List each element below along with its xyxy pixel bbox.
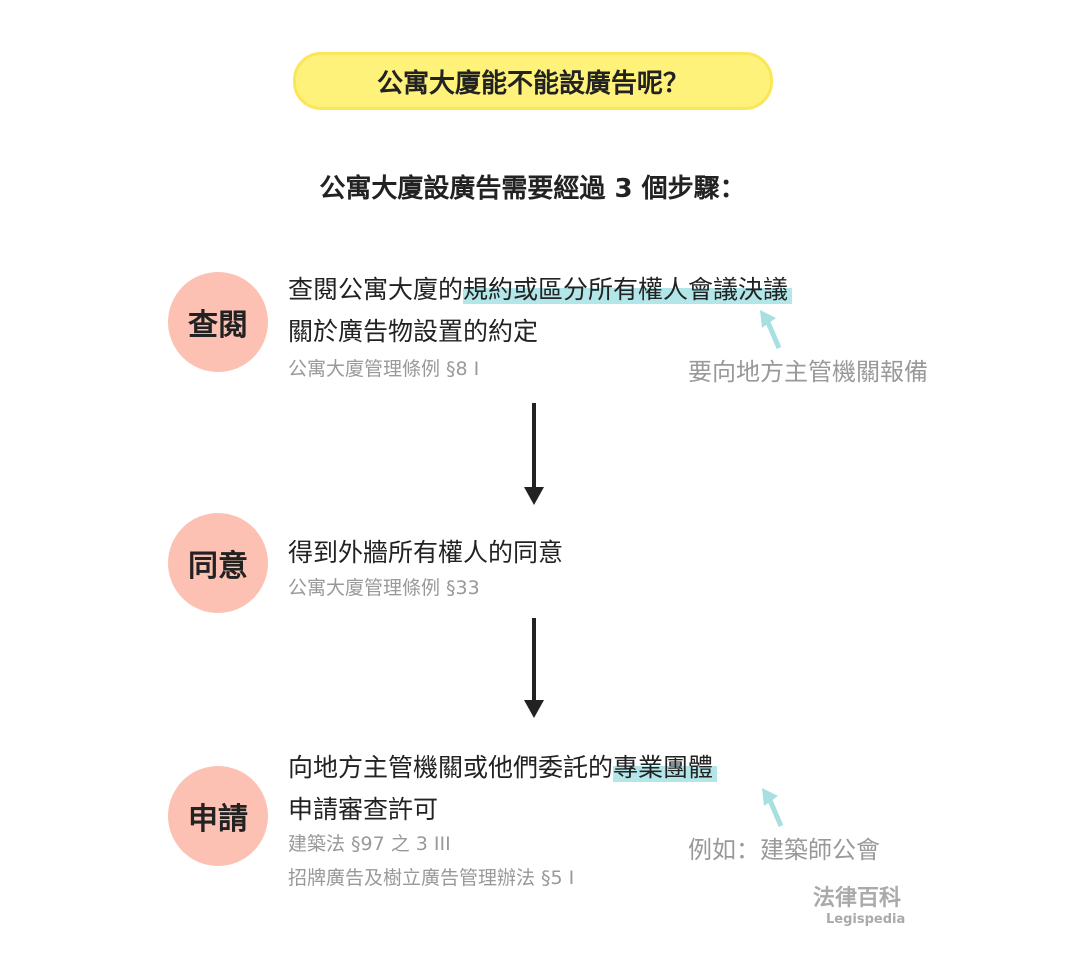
step-2-citation: 公寓大廈管理條例 §33 bbox=[288, 577, 480, 599]
step-1-note: 要向地方主管機關報備 bbox=[688, 358, 928, 386]
annotation-arrow-2 bbox=[762, 788, 784, 827]
step-3-line-2: 申請審查許可 bbox=[288, 795, 439, 824]
step-3-citation-2: 招牌廣告及樹立廣告管理辦法 §5 I bbox=[288, 867, 575, 889]
step-1-citation: 公寓大廈管理條例 §8 I bbox=[288, 358, 480, 380]
step-3-highlight: 專業團體 bbox=[613, 753, 718, 782]
flow-arrow-2 bbox=[524, 618, 544, 718]
step-1-line-1: 查閱公寓大廈的規約或區分所有權人會議決議 bbox=[288, 270, 793, 306]
title-banner: 公寓大廈能不能設廣告呢？ bbox=[293, 52, 773, 110]
step-2-line-1: 得到外牆所有權人的同意 bbox=[288, 538, 564, 567]
flow-arrow-1 bbox=[524, 403, 544, 505]
step-1-line-2: 關於廣告物設置的約定 bbox=[288, 317, 539, 346]
logo-name: 法律百科 bbox=[813, 886, 902, 911]
step-3-text: 向地方主管機關或他們委託的 bbox=[288, 753, 614, 782]
step-3-circle: 申請 bbox=[168, 766, 268, 866]
step-2-circle: 同意 bbox=[168, 513, 268, 613]
step-1-text: 查閱公寓大廈的 bbox=[288, 275, 464, 304]
step-3-line-1: 向地方主管機關或他們委託的專業團體 bbox=[288, 748, 718, 784]
logo-sub: Legispedia bbox=[826, 912, 906, 927]
step-3-citation-1: 建築法 §97 之 3 III bbox=[288, 833, 451, 855]
subtitle: 公寓大廈設廣告需要經過 3 個步驟： bbox=[319, 174, 746, 204]
step-1-circle: 查閱 bbox=[168, 272, 268, 372]
step-3-note: 例如：建築師公會 bbox=[688, 836, 880, 864]
annotation-arrow-1 bbox=[760, 310, 782, 349]
step-1-highlight: 規約或區分所有權人會議決議 bbox=[463, 275, 793, 304]
